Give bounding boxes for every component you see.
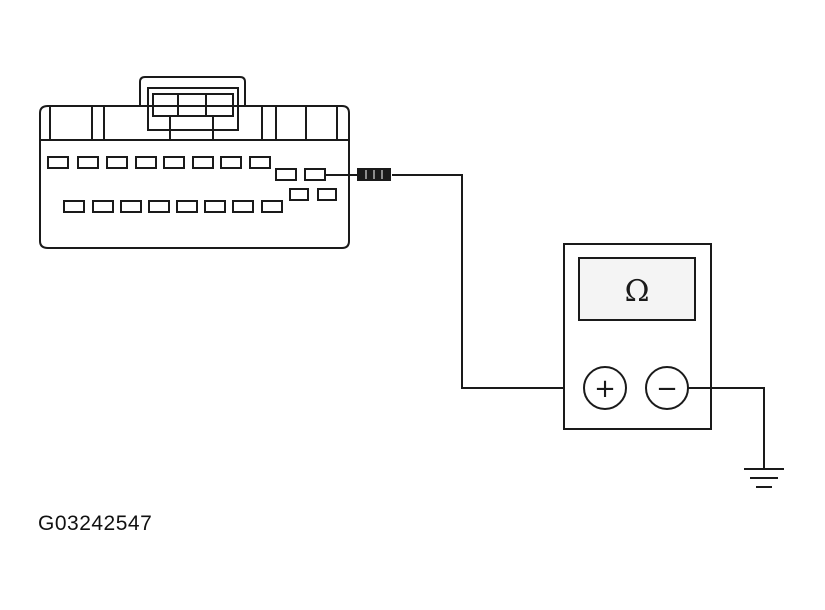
connector-latch [139, 76, 246, 106]
ground-lead [688, 387, 765, 468]
test-lead [325, 174, 583, 389]
probe-tip [357, 168, 391, 181]
connector-pins [47, 156, 337, 213]
negative-terminal-label: − [656, 374, 678, 404]
ohm-symbol: Ω [625, 274, 650, 309]
positive-terminal [583, 366, 627, 410]
connector-latch-window [147, 87, 239, 131]
connector-body [39, 105, 350, 249]
figure-id: G03242547 [38, 512, 153, 535]
meter-display [578, 257, 696, 321]
connector-test-pin [304, 168, 326, 181]
connector [39, 76, 350, 249]
ground-symbol-icon [744, 468, 784, 488]
multimeter: Ω + − [563, 243, 712, 430]
positive-terminal-label: + [594, 374, 616, 404]
